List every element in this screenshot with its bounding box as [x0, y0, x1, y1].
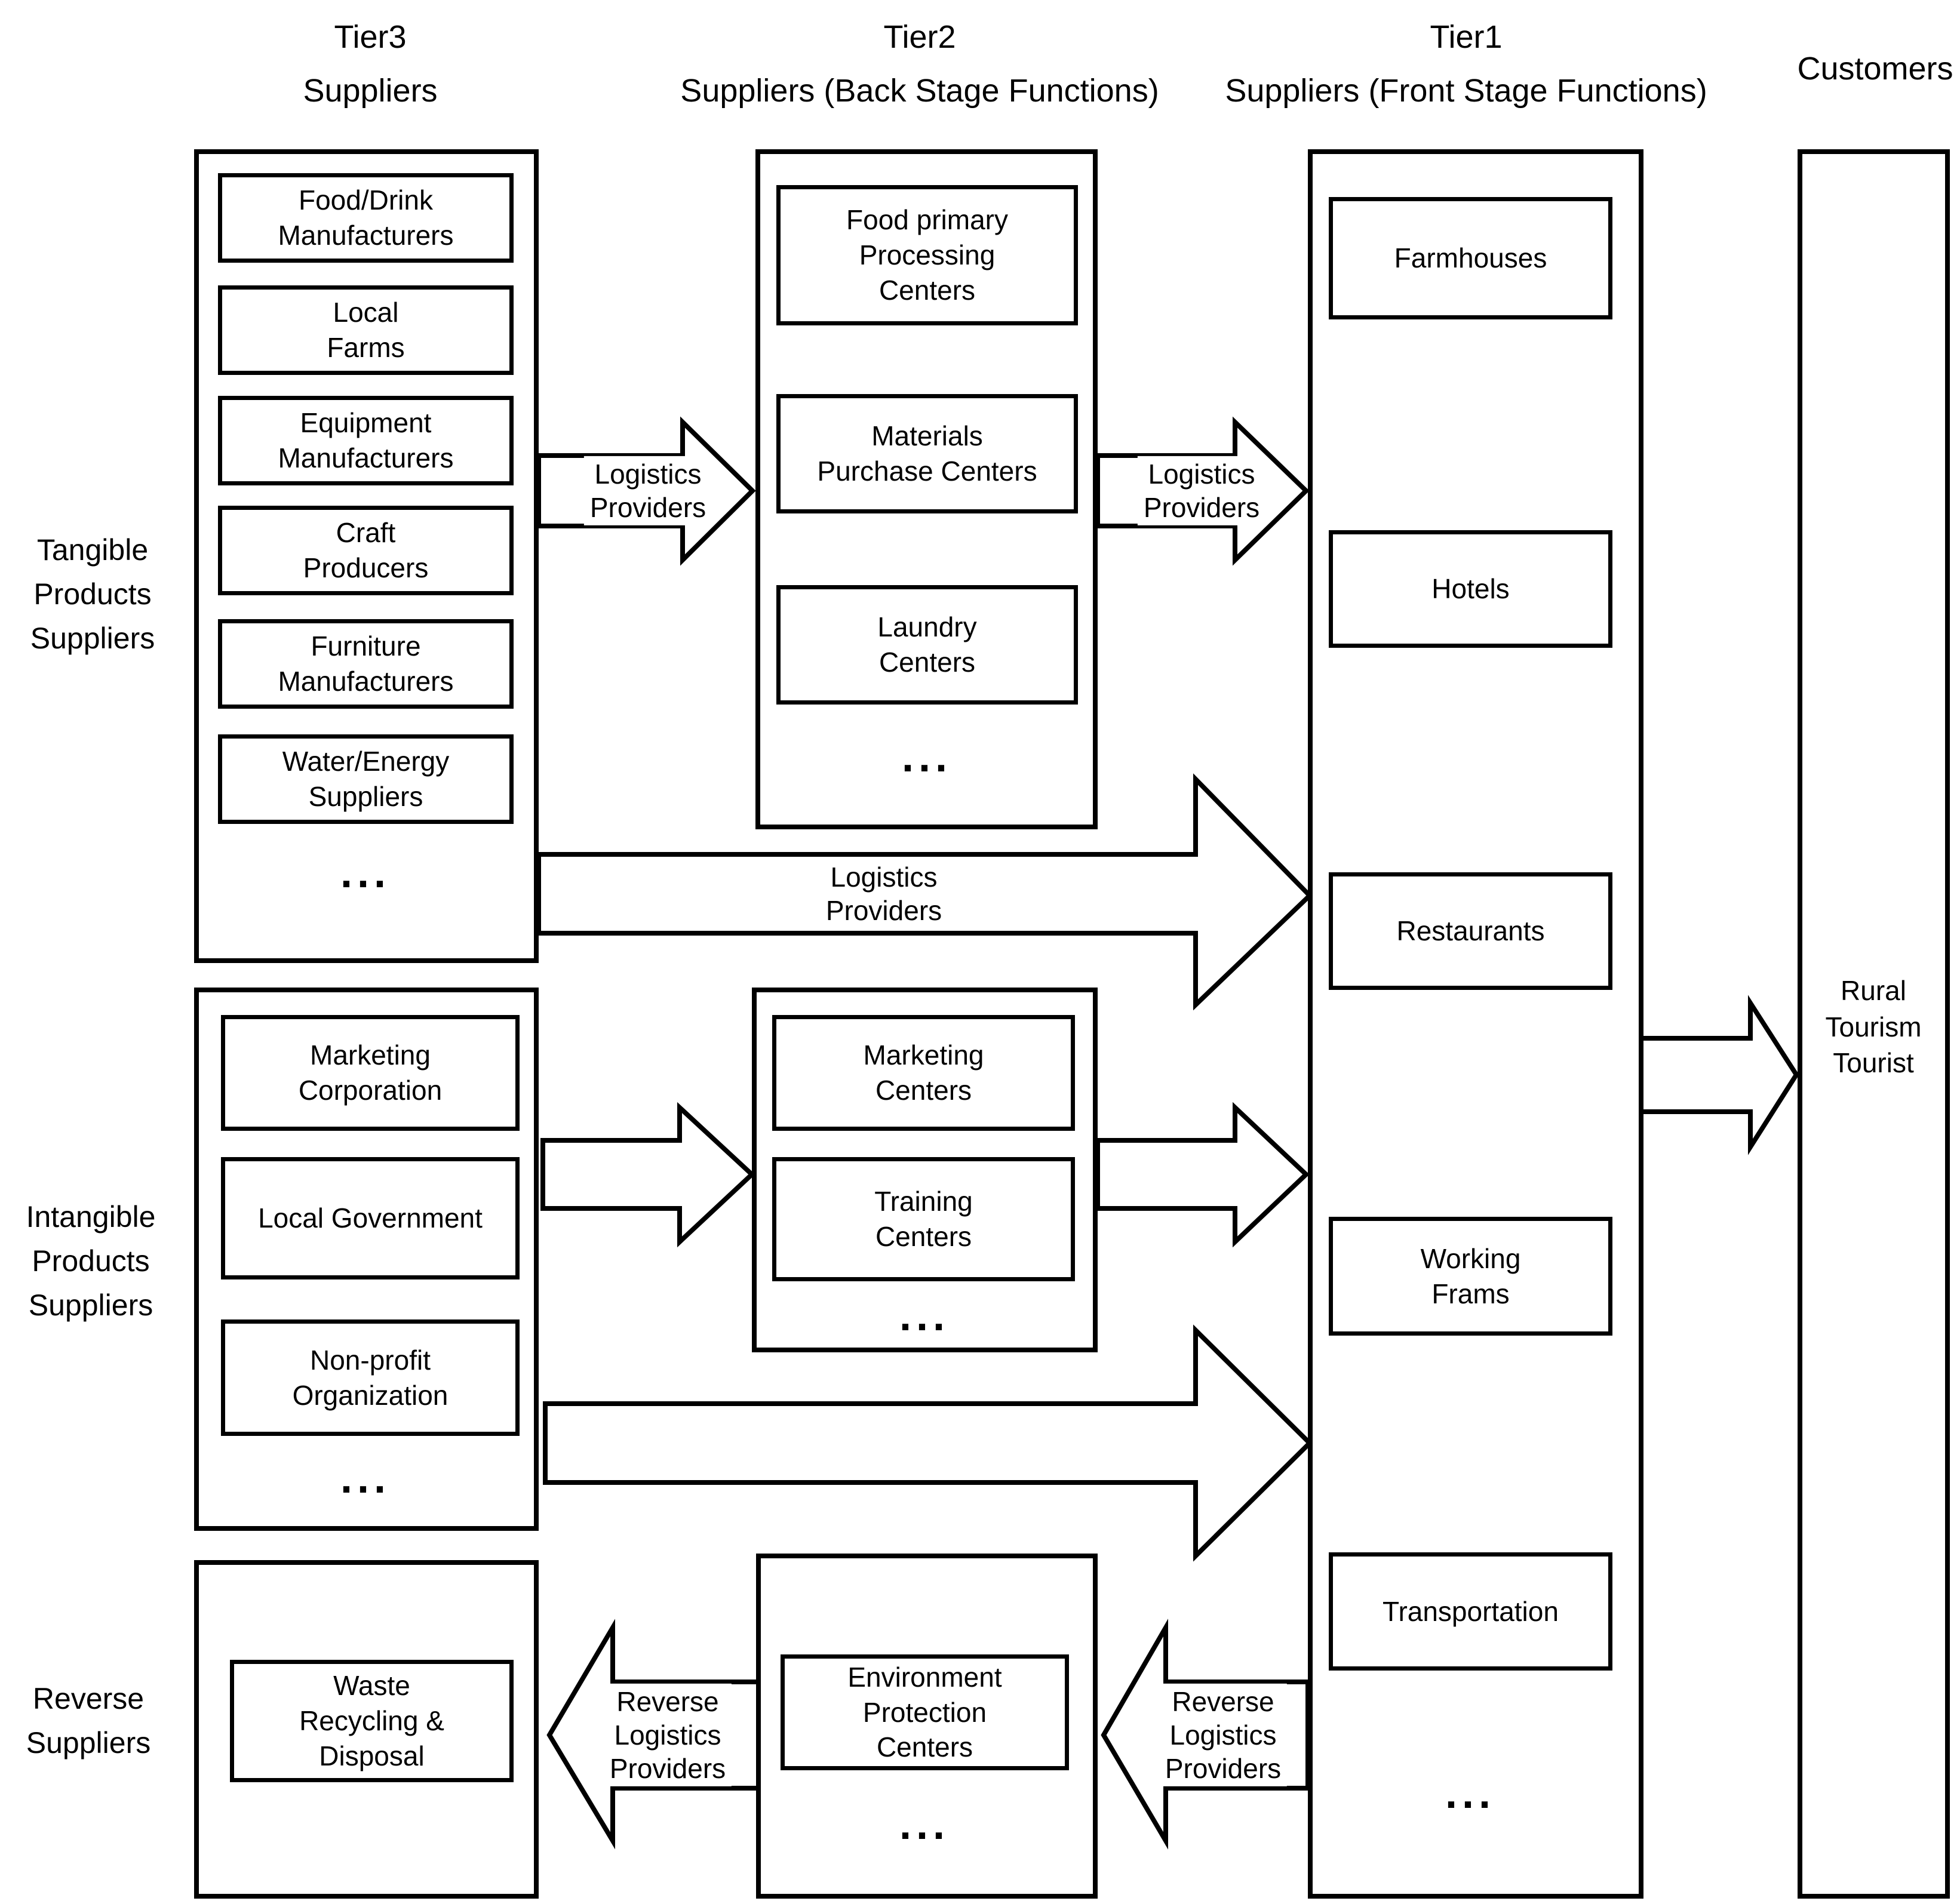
label-intangible-products-suppliers: Intangible Products Suppliers: [26, 1200, 156, 1322]
label-arrow-logistics-tier3-tier2: Logistics Providers: [583, 456, 712, 526]
box-working-frams: Working Frams: [1329, 1217, 1612, 1336]
label-arrow-logistics-tier3-tier1: Logistics Providers: [819, 859, 948, 929]
ellipsis-tier2-backstage: ...: [901, 733, 953, 781]
header-customers: Customers: [1797, 51, 1953, 87]
box-local-farms: Local Farms: [218, 285, 514, 375]
label-rural-tourism-tourist: Rural Tourism Tourist: [1825, 974, 1922, 1079]
box-hotels: Hotels: [1329, 530, 1612, 648]
ellipsis-tier2-reverse: ...: [899, 1801, 950, 1848]
arrow-intangible-tier3-tier2: [540, 1102, 755, 1248]
box-furniture-manufacturers: Furniture Manufacturers: [218, 619, 514, 709]
box-non-profit-organization: Non-profit Organization: [221, 1319, 520, 1436]
box-water-energy-suppliers: Water/Energy Suppliers: [218, 734, 514, 824]
label-tangible-products-suppliers: Tangible Products Suppliers: [30, 533, 155, 655]
arrow-intangible-tier3-tier1: [543, 1324, 1313, 1562]
label-arrow-logistics-tier2-tier1: Logistics Providers: [1137, 456, 1266, 526]
ellipsis-tier1: ...: [1445, 1770, 1496, 1817]
box-equipment-manufacturers: Equipment Manufacturers: [218, 396, 514, 485]
box-transportation: Transportation: [1329, 1552, 1612, 1671]
box-craft-producers: Craft Producers: [218, 506, 514, 595]
label-reverse-suppliers: Reverse Suppliers: [26, 1682, 151, 1760]
box-environment-protection-centers: Environment Protection Centers: [781, 1654, 1069, 1770]
ellipsis-tier3-intangible: ...: [340, 1454, 391, 1502]
header-tier3-line2: Suppliers: [303, 73, 438, 109]
box-local-government: Local Government: [221, 1157, 520, 1279]
ellipsis-tier2-intangible: ...: [899, 1292, 950, 1340]
box-training-centers: Training Centers: [772, 1157, 1075, 1281]
box-food-drink-manufacturers: Food/Drink Manufacturers: [218, 173, 514, 263]
box-materials-purchase-centers: Materials Purchase Centers: [776, 394, 1078, 513]
header-tier2-line1: Tier2: [883, 19, 956, 55]
label-arrow-reverse-logistics-tier2-tier3: Reverse Logistics Providers: [603, 1683, 732, 1787]
arrow-tier1-customers: [1638, 995, 1799, 1155]
header-tier2-line2: Suppliers (Back Stage Functions): [680, 73, 1159, 109]
box-farmhouses: Farmhouses: [1329, 197, 1612, 319]
box-food-primary-processing-centers: Food primary Processing Centers: [776, 185, 1078, 325]
box-laundry-centers: Laundry Centers: [776, 585, 1078, 705]
header-tier1-line2: Suppliers (Front Stage Functions): [1225, 73, 1707, 109]
box-marketing-centers: Marketing Centers: [772, 1015, 1075, 1131]
label-arrow-reverse-logistics-tier1-tier2: Reverse Logistics Providers: [1159, 1683, 1288, 1787]
ellipsis-tier3-tangible: ...: [340, 849, 391, 897]
arrow-intangible-tier2-tier1: [1095, 1102, 1310, 1248]
box-restaurants: Restaurants: [1329, 872, 1612, 990]
group-customers: [1798, 149, 1950, 1899]
box-waste-recycling-disposal: Waste Recycling & Disposal: [230, 1660, 514, 1782]
header-tier1-line1: Tier1: [1430, 19, 1503, 55]
header-tier3-line1: Tier3: [334, 19, 407, 55]
box-marketing-corporation: Marketing Corporation: [221, 1015, 520, 1131]
